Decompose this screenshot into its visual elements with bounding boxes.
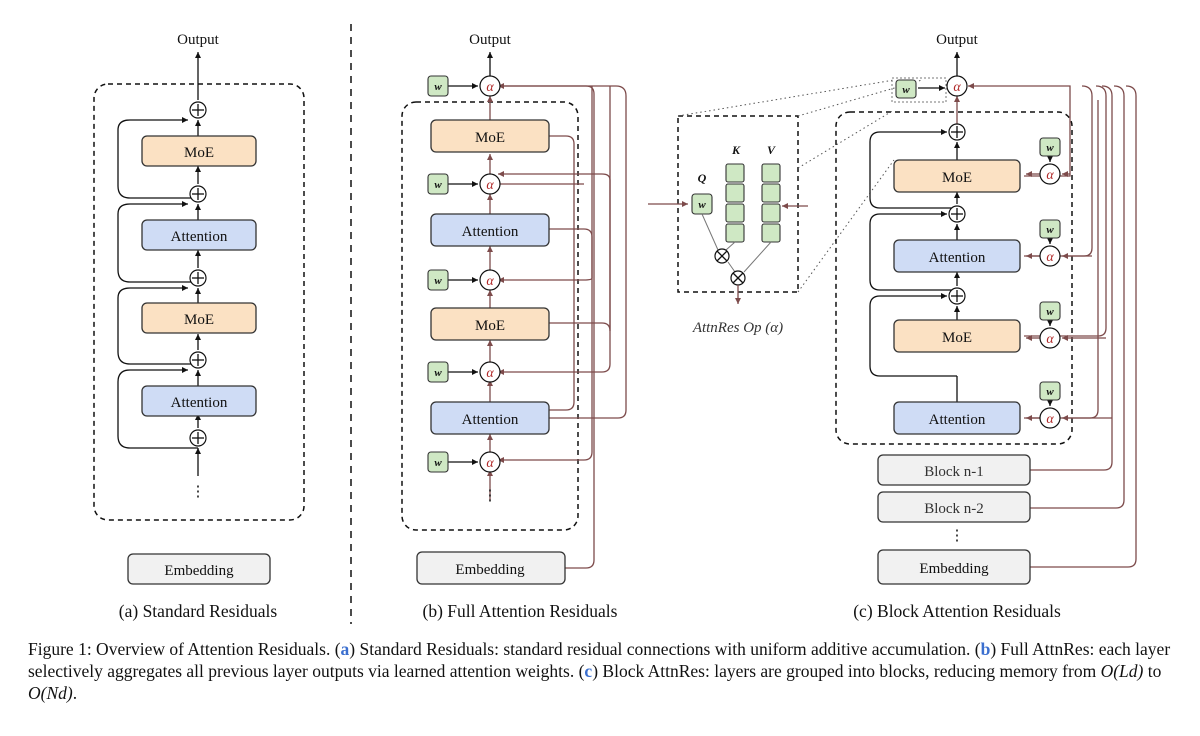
panel-a-ellipsis: ⋮ <box>191 484 206 500</box>
panel-c-weight-output: w <box>902 84 910 96</box>
panel-c-attention-box-lower <box>893 401 1021 435</box>
panel-b-alpha-3: α <box>486 274 494 289</box>
panel-a-attention-box-upper <box>141 219 257 251</box>
attention-residuals-diagram: Output MoE Attention MoE Attention ⋮ Emb… <box>93 24 1137 624</box>
panel-a-attention-box-lower <box>141 385 257 417</box>
panel-a-attention-label-lower: Attention <box>171 395 228 411</box>
panel-b-moe-label-upper: MoE <box>475 130 505 146</box>
attnres-op-label: AttnRes Op (α) <box>692 320 783 336</box>
caption-ref-a[interactable]: a <box>340 639 350 659</box>
panel-b-output-label: Output <box>469 32 512 48</box>
caption-math-old: O(Ld) <box>1100 661 1144 681</box>
panel-c-block-frame <box>835 111 1073 445</box>
panel-b-weight-3: w <box>434 275 442 287</box>
panel-b-alpha-4: α <box>486 366 494 381</box>
panel-a-moe-box-lower <box>141 302 257 334</box>
panel-b-weight-box-5 <box>427 451 449 473</box>
panel-b-weight-box-1 <box>427 75 449 97</box>
panel-b: Output α α α α α w w w <box>401 32 627 621</box>
panel-c-output-label: Output <box>936 32 979 48</box>
panel-b-weight-4: w <box>434 367 442 379</box>
panel-a-moe-label-upper: MoE <box>184 145 214 161</box>
panel-c-zoom-source <box>891 77 947 103</box>
panel-c-weight-2: w <box>1046 224 1054 236</box>
panel-b-weight-box-4 <box>427 361 449 383</box>
panel-c-attention-box-upper <box>893 239 1021 273</box>
panel-b-embedding-box <box>416 551 566 585</box>
panel-b-embedding-label: Embedding <box>455 562 525 578</box>
panel-b-attention-label-lower: Attention <box>462 412 519 428</box>
panel-c-embedding-label: Embedding <box>919 561 989 577</box>
panel-a-embedding-label: Embedding <box>164 563 234 579</box>
panel-c-weight-box-4 <box>1039 381 1061 401</box>
attnres-query-weight: w <box>698 199 706 211</box>
caption-mid: to <box>1143 661 1162 681</box>
panel-c-embedding-box <box>877 549 1031 585</box>
panel-b-weight-5: w <box>434 457 442 469</box>
caption-prefix: Figure 1: Overview of Attention Residual… <box>28 639 341 659</box>
panel-c-moe-label-upper: MoE <box>942 170 972 186</box>
panel-c-alpha-output: α <box>953 80 961 95</box>
panel-b-moe-label-lower: MoE <box>475 318 505 334</box>
panel-c-weight-box-2 <box>1039 219 1061 239</box>
panel-b-weight-1: w <box>434 81 442 93</box>
attnres-v-label: V <box>767 143 776 157</box>
panel-c-moe-box-upper <box>893 159 1021 193</box>
panel-c-block-n1-label: Block n-1 <box>924 464 984 480</box>
panel-c-block-n2-box <box>877 491 1031 523</box>
panel-a-moe-label-lower: MoE <box>184 312 214 328</box>
panel-b-weight-box-3 <box>427 269 449 291</box>
panel-c-caption: (c) Block Attention Residuals <box>853 601 1061 621</box>
panel-a-attention-label-upper: Attention <box>171 229 228 245</box>
attnres-q-label: Q <box>698 171 707 185</box>
caption-text-b: ) Full AttnRes: each layer selectively a… <box>28 639 1171 681</box>
caption-ref-c[interactable]: c <box>584 661 593 681</box>
panel-b-attention-label-upper: Attention <box>462 224 519 240</box>
panel-c-attention-label-upper: Attention <box>929 250 986 266</box>
caption-ref-b[interactable]: b <box>980 639 991 659</box>
caption-text-c: ) Block AttnRes: layers are grouped into… <box>592 661 1101 681</box>
panel-b-caption: (b) Full Attention Residuals <box>423 601 618 621</box>
panel-c-weight-3: w <box>1046 306 1054 318</box>
panel-c-alpha-4: α <box>1046 412 1054 427</box>
panel-c-moe-label-lower: MoE <box>942 330 972 346</box>
panel-c-attention-label-lower: Attention <box>929 412 986 428</box>
panel-c-weight-box-3 <box>1039 301 1061 321</box>
caption-end: . <box>72 683 78 703</box>
panel-c: Output α α α α <box>835 32 1137 621</box>
panel-a-output-label: Output <box>177 32 220 48</box>
panel-c-alpha-3: α <box>1046 332 1054 347</box>
figure-caption: Figure 1: Overview of Attention Residual… <box>28 638 1178 704</box>
panel-b-alpha-1: α <box>486 80 494 95</box>
panel-b-attention-box-lower <box>430 401 550 435</box>
panel-c-ellipsis: ⋮ <box>950 528 965 544</box>
panel-b-alpha-2: α <box>486 178 494 193</box>
panel-b-weight-box-2 <box>427 173 449 195</box>
panel-b-ellipsis: ⋮ <box>483 488 498 504</box>
panel-a-caption: (a) Standard Residuals <box>119 601 278 621</box>
panel-b-alpha-5: α <box>486 456 494 471</box>
panel-c-block-n1-box <box>877 454 1031 486</box>
panel-a: Output MoE Attention MoE Attention ⋮ Emb… <box>93 32 305 621</box>
caption-math-new: O(Nd) <box>28 683 73 703</box>
panel-c-weight-box-output <box>895 79 917 99</box>
panel-b-weight-2: w <box>434 179 442 191</box>
caption-text-a: ) Standard Residuals: standard residual … <box>349 639 981 659</box>
panel-c-moe-box-lower <box>893 319 1021 353</box>
panel-c-alpha-2: α <box>1046 250 1054 265</box>
panel-a-embedding-box <box>127 553 271 585</box>
panel-c-weight-4: w <box>1046 386 1054 398</box>
panel-a-moe-box-upper <box>141 135 257 167</box>
panel-c-alpha-1: α <box>1046 168 1054 183</box>
panel-a-stack-frame <box>93 83 305 521</box>
attnres-k-label: K <box>731 143 741 157</box>
panel-c-weight-1: w <box>1046 142 1054 154</box>
panel-b-moe-box-upper <box>430 119 550 153</box>
panel-c-block-n2-label: Block n-2 <box>924 501 984 517</box>
panel-b-attention-box-upper <box>430 213 550 247</box>
panel-b-moe-box-lower <box>430 307 550 341</box>
panel-c-weight-box-1 <box>1039 137 1061 157</box>
attnres-op-inset: Q K V w AttnRes Op (α) <box>648 79 923 336</box>
